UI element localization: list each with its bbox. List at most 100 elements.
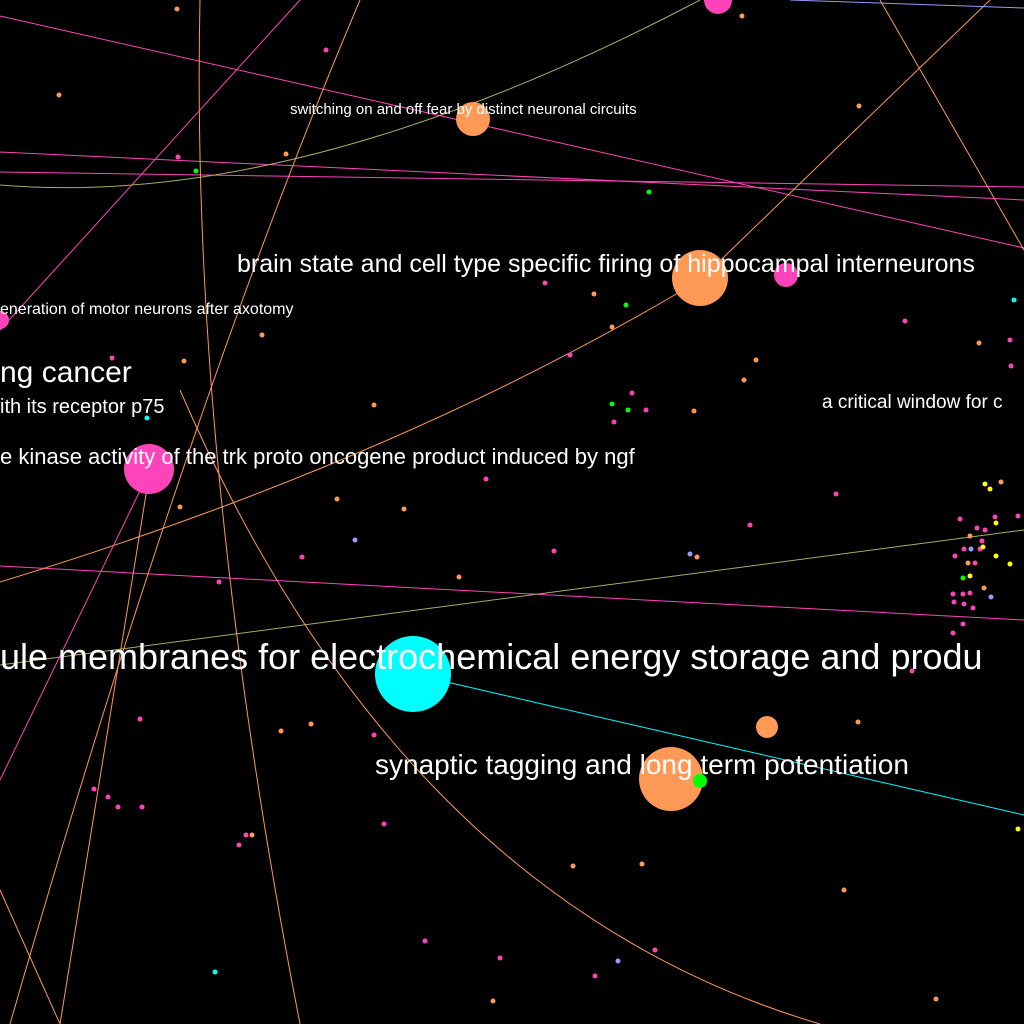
node[interactable] — [933, 996, 939, 1002]
node[interactable] — [371, 402, 377, 408]
node[interactable] — [967, 590, 973, 596]
node-hub[interactable] — [639, 747, 703, 811]
node[interactable] — [175, 154, 181, 160]
node[interactable] — [625, 407, 631, 413]
node-hub[interactable] — [756, 716, 778, 738]
node-hub[interactable] — [375, 636, 451, 712]
node[interactable] — [981, 585, 987, 591]
node[interactable] — [283, 151, 289, 157]
node[interactable] — [193, 168, 199, 174]
node[interactable] — [960, 575, 966, 581]
node[interactable] — [570, 863, 576, 869]
node[interactable] — [212, 969, 218, 975]
node[interactable] — [739, 13, 745, 19]
node[interactable] — [591, 291, 597, 297]
node[interactable] — [611, 419, 617, 425]
node[interactable] — [960, 591, 966, 597]
node[interactable] — [249, 832, 255, 838]
node-hub[interactable] — [693, 774, 707, 788]
node[interactable] — [1015, 826, 1021, 832]
node[interactable] — [422, 938, 428, 944]
node[interactable] — [551, 548, 557, 554]
node[interactable] — [741, 377, 747, 383]
node[interactable] — [643, 407, 649, 413]
node[interactable] — [987, 486, 993, 492]
node[interactable] — [609, 324, 615, 330]
node[interactable] — [855, 719, 861, 725]
node[interactable] — [970, 605, 976, 611]
node[interactable] — [1008, 363, 1014, 369]
node[interactable] — [592, 973, 598, 979]
node[interactable] — [629, 390, 635, 396]
node[interactable] — [243, 832, 249, 838]
node[interactable] — [960, 621, 966, 627]
node[interactable] — [976, 340, 982, 346]
node[interactable] — [137, 716, 143, 722]
node[interactable] — [371, 732, 377, 738]
node-hub[interactable] — [672, 250, 728, 306]
node[interactable] — [998, 479, 1004, 485]
node[interactable] — [259, 332, 265, 338]
node[interactable] — [1007, 337, 1013, 343]
node-hub[interactable] — [124, 444, 174, 494]
node[interactable] — [236, 842, 242, 848]
node[interactable] — [856, 103, 862, 109]
node[interactable] — [177, 504, 183, 510]
node[interactable] — [950, 630, 956, 636]
node[interactable] — [961, 601, 967, 607]
node[interactable] — [1011, 297, 1017, 303]
node[interactable] — [139, 804, 145, 810]
node[interactable] — [216, 579, 222, 585]
node-hub[interactable] — [774, 263, 798, 287]
node[interactable] — [982, 481, 988, 487]
node-hub[interactable] — [0, 311, 9, 329]
node[interactable] — [974, 525, 980, 531]
node[interactable] — [747, 522, 753, 528]
node[interactable] — [456, 574, 462, 580]
node[interactable] — [980, 544, 986, 550]
node[interactable] — [967, 533, 973, 539]
node[interactable] — [1007, 561, 1013, 567]
node[interactable] — [278, 728, 284, 734]
node[interactable] — [982, 527, 988, 533]
node-hub[interactable] — [456, 102, 490, 136]
node[interactable] — [401, 506, 407, 512]
node[interactable] — [687, 551, 693, 557]
node[interactable] — [623, 302, 629, 308]
node[interactable] — [646, 189, 652, 195]
node[interactable] — [957, 516, 963, 522]
node[interactable] — [334, 496, 340, 502]
node[interactable] — [181, 358, 187, 364]
node[interactable] — [174, 6, 180, 12]
node[interactable] — [567, 352, 573, 358]
node[interactable] — [652, 947, 658, 953]
node[interactable] — [972, 560, 978, 566]
node[interactable] — [833, 491, 839, 497]
node[interactable] — [691, 408, 697, 414]
node[interactable] — [639, 861, 645, 867]
node[interactable] — [952, 553, 958, 559]
node[interactable] — [979, 538, 985, 544]
node[interactable] — [497, 955, 503, 961]
node[interactable] — [902, 318, 908, 324]
node-hub[interactable] — [704, 0, 732, 14]
node[interactable] — [105, 794, 111, 800]
node[interactable] — [490, 998, 496, 1004]
node[interactable] — [753, 357, 759, 363]
node[interactable] — [615, 958, 621, 964]
node[interactable] — [968, 546, 974, 552]
node[interactable] — [993, 520, 999, 526]
node[interactable] — [91, 786, 97, 792]
node[interactable] — [56, 92, 62, 98]
node[interactable] — [323, 47, 329, 53]
node[interactable] — [308, 721, 314, 727]
node[interactable] — [988, 594, 994, 600]
node[interactable] — [992, 514, 998, 520]
node[interactable] — [993, 553, 999, 559]
node[interactable] — [1015, 513, 1021, 519]
node[interactable] — [352, 537, 358, 543]
node[interactable] — [542, 280, 548, 286]
node[interactable] — [841, 887, 847, 893]
node[interactable] — [609, 401, 615, 407]
